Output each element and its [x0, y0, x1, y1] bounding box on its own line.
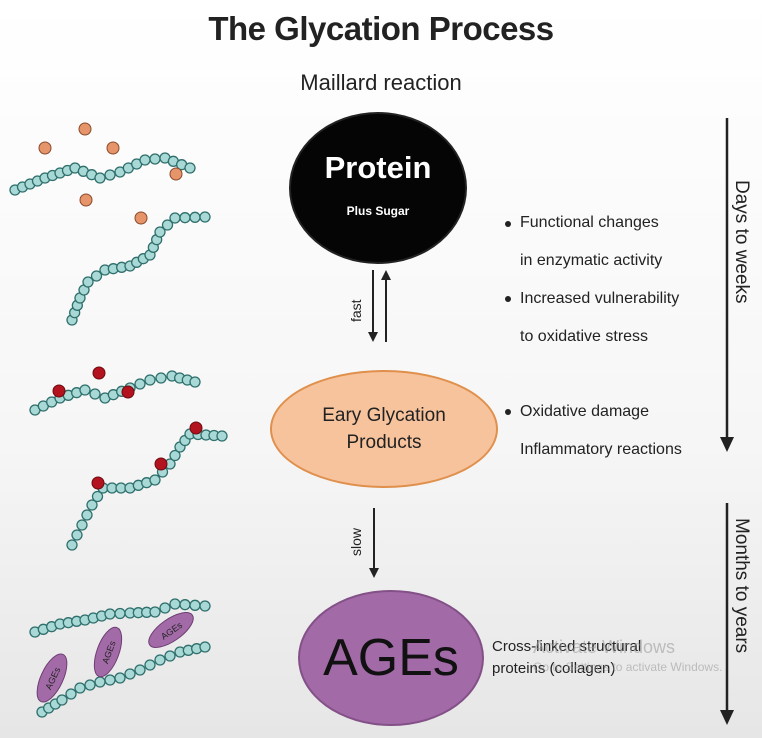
- bound-sugar: [91, 476, 105, 490]
- chain-bead: [159, 602, 171, 614]
- ages-crosslink-oval: AGEs: [93, 626, 123, 678]
- chain-bead: [114, 607, 126, 620]
- chain-bead: [189, 599, 201, 611]
- bullet-dot: [505, 409, 511, 415]
- free-sugar: [134, 211, 148, 225]
- chain-bead: [144, 659, 156, 671]
- effect-ages-crosslinked: Cross-linked structural proteins (collag…: [492, 638, 642, 677]
- chain-bead: [199, 641, 211, 653]
- chain-bead: [104, 608, 116, 620]
- page-title: The Glycation Process: [208, 10, 554, 47]
- chain-bead: [179, 212, 191, 224]
- chain-bead: [149, 606, 161, 618]
- chain-bead: [90, 270, 103, 282]
- bound-sugar: [52, 384, 66, 398]
- early-glycation-node: Eary Glycation Products: [270, 370, 498, 488]
- chain-bead: [124, 668, 136, 680]
- chain-bead: [104, 674, 116, 686]
- bullet-dot: [505, 221, 511, 227]
- ages-crosslink-oval: AGEs: [148, 612, 194, 648]
- bound-sugar: [92, 366, 106, 380]
- chain-bead: [74, 682, 86, 694]
- fast-arrows: [368, 270, 391, 342]
- chain-bead: [81, 509, 93, 521]
- chain-bead: [71, 529, 83, 541]
- chain-bead: [86, 499, 98, 511]
- chain-bead: [79, 384, 91, 396]
- watermark-line1: Activate Windows: [533, 637, 676, 657]
- chain-bead: [82, 276, 94, 288]
- chain-bead: [134, 664, 146, 676]
- chain-bead: [91, 490, 104, 503]
- chain-bead: [161, 219, 174, 231]
- chain-bead: [56, 694, 68, 706]
- ages-label: AGEs: [323, 629, 459, 687]
- bullet-dot: [505, 296, 511, 302]
- chain-bead: [164, 650, 176, 662]
- chain-bead: [66, 539, 78, 551]
- timeline-days-arrow: [720, 118, 734, 452]
- free-sugar: [78, 122, 92, 136]
- ages-crosslink-oval: AGEs: [36, 653, 68, 703]
- chain-bead: [189, 376, 201, 388]
- bound-sugar: [154, 457, 168, 471]
- chain-bead: [169, 598, 181, 610]
- chain-bead: [189, 211, 201, 223]
- chain-bead: [155, 372, 167, 384]
- ages-node: AGEs: [298, 590, 484, 726]
- effect-early-damage: Oxidative damage Inflammatory reactions: [520, 403, 682, 458]
- effect-functional-changes: Functional changes in enzymatic activity: [520, 214, 663, 269]
- chain-bead: [104, 169, 116, 181]
- fast-label: fast: [348, 299, 364, 322]
- timeline-months-label: Months to years: [731, 518, 752, 654]
- slow-arrow: [369, 508, 379, 578]
- chain-bead: [144, 374, 156, 386]
- free-sugar: [79, 193, 93, 207]
- page-subtitle: Maillard reaction: [300, 70, 462, 95]
- chain-bead: [89, 388, 101, 400]
- chain-bead: [216, 430, 228, 442]
- timeline-days-label: Days to weeks: [731, 180, 752, 304]
- chain-bead: [139, 154, 151, 166]
- chain-bead: [94, 172, 106, 184]
- chain-bead: [154, 226, 166, 238]
- chain-bead: [169, 449, 181, 462]
- chain-bead: [154, 654, 166, 666]
- bound-sugar: [121, 385, 135, 399]
- chain-bead: [65, 688, 77, 700]
- bound-sugar: [189, 421, 203, 435]
- chain-bead: [169, 212, 181, 224]
- chain-bead: [179, 599, 191, 611]
- free-sugar: [106, 141, 120, 155]
- chain-bead: [184, 162, 196, 174]
- watermark-line2: Go to Settings to activate Windows.: [533, 660, 723, 674]
- slow-label: slow: [348, 527, 364, 556]
- chain-bead: [149, 474, 161, 486]
- timeline-months-arrow: [720, 503, 734, 725]
- plus-sugar-label: Plus Sugar: [346, 204, 410, 218]
- chain-bead: [84, 679, 96, 691]
- chain-bead: [199, 600, 211, 612]
- protein-chains: [9, 152, 228, 718]
- free-sugar: [38, 141, 52, 155]
- chain-bead: [94, 676, 106, 688]
- free-sugar: [169, 167, 183, 181]
- protein-node: Protein Plus Sugar: [289, 112, 467, 264]
- chain-bead: [114, 672, 126, 684]
- chain-bead: [149, 153, 161, 165]
- chain-bead: [199, 211, 211, 223]
- sugar-molecules: [38, 122, 203, 490]
- chain-bead: [134, 378, 146, 390]
- early-label-line1: Eary Glycation: [322, 405, 446, 426]
- early-label-line2: Products: [346, 432, 422, 453]
- protein-label: Protein: [324, 150, 432, 185]
- chain-bead: [76, 519, 88, 531]
- effect-oxidative-vulnerability: Increased vulnerability to oxidative str…: [520, 290, 680, 345]
